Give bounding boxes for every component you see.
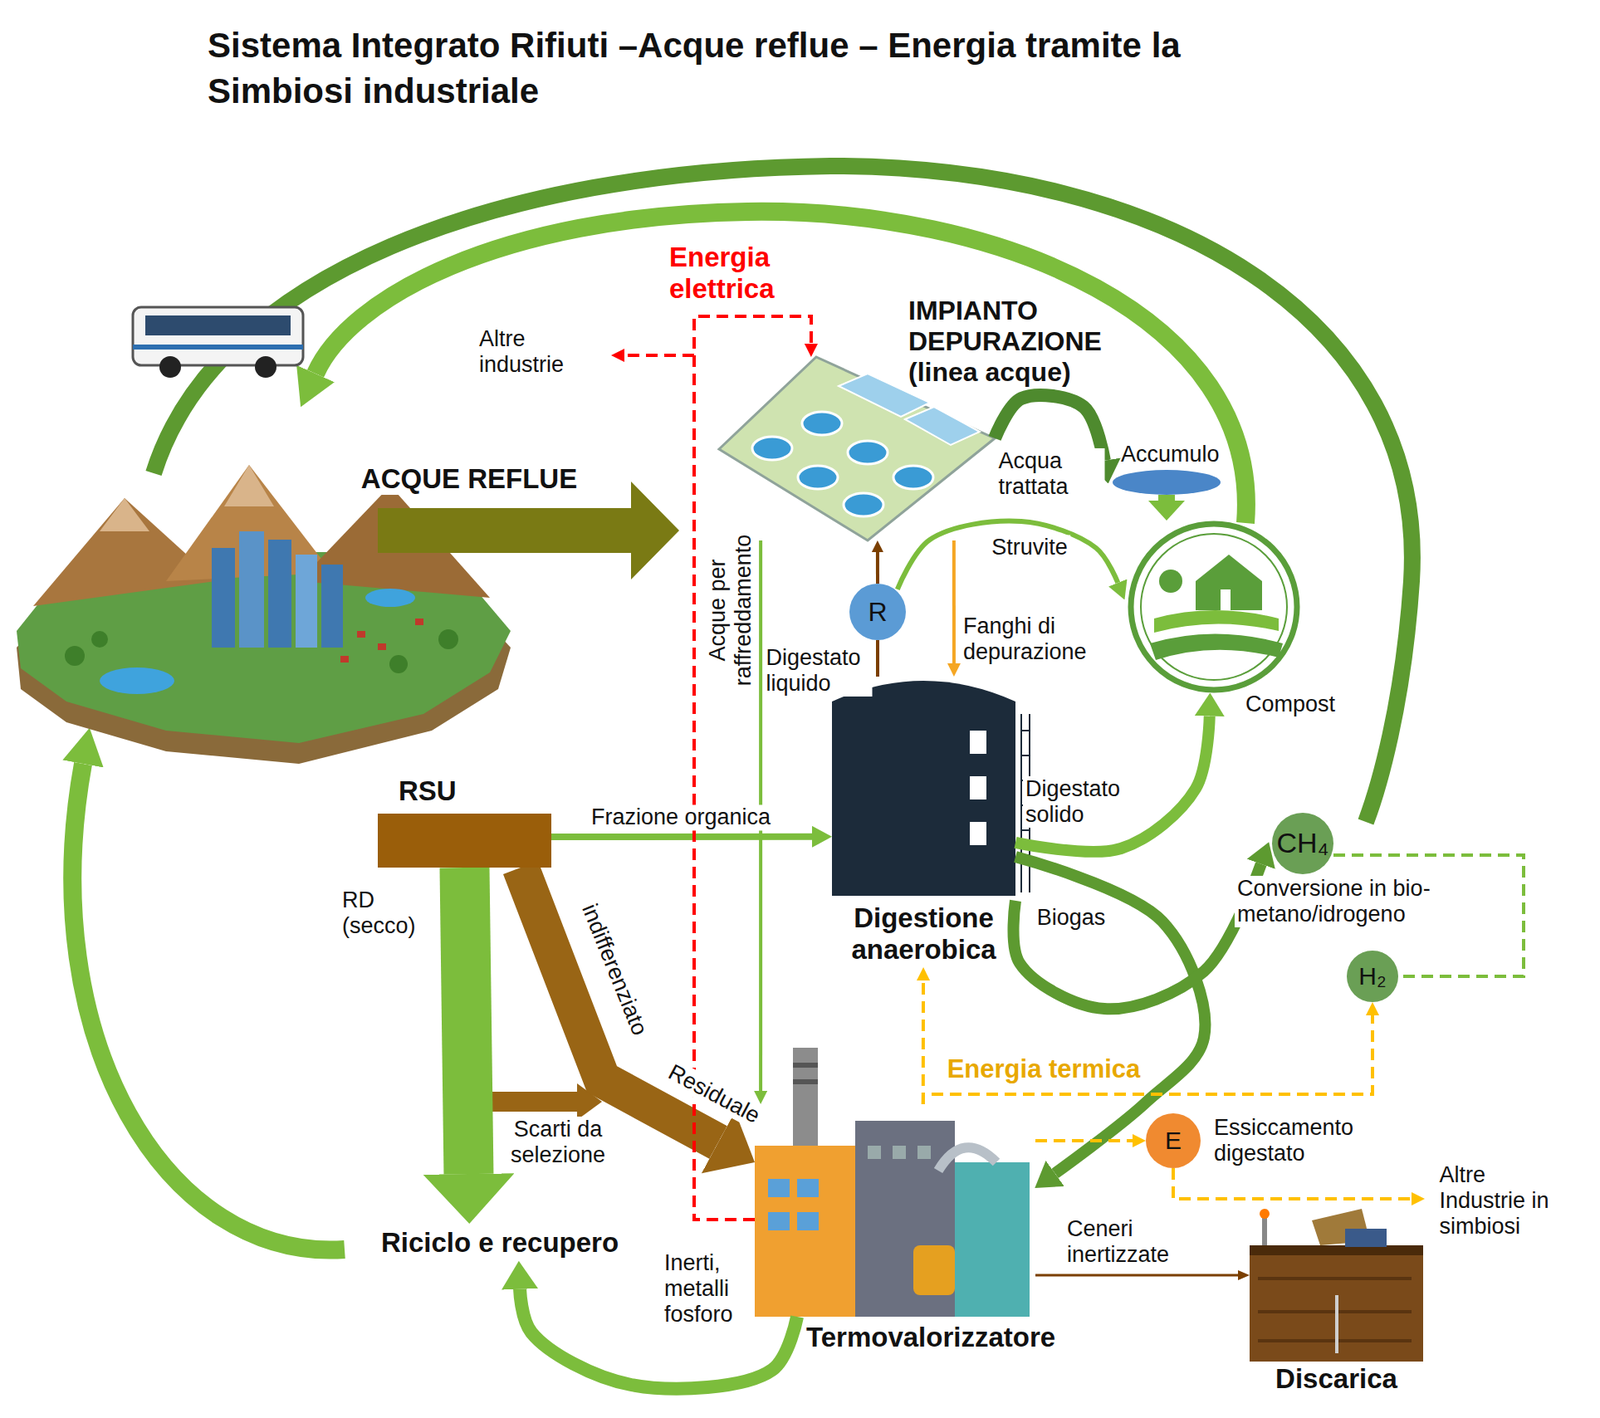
- diagram-title: Sistema Integrato Rifiuti –Acque reflue …: [207, 23, 1246, 114]
- node-label: Digestione anaerobica: [831, 902, 1016, 966]
- flow-connector: [1015, 716, 1210, 852]
- recycling-node: Riciclo e recupero: [372, 1223, 627, 1263]
- flow-connector: [464, 867, 470, 1175]
- node-label: R: [849, 596, 906, 628]
- flow-label: Struvite: [988, 534, 1071, 561]
- flow-connector: [1158, 494, 1175, 501]
- flow-label: Energia termica: [944, 1054, 1144, 1085]
- flow-connector: [520, 867, 719, 1143]
- flow-connector: [1035, 1274, 1238, 1278]
- flow-label: Energia elettrica: [666, 241, 813, 305]
- drying-circle: EEssiccamento digestato: [1145, 1113, 1201, 1169]
- digester-tank: Digestione anaerobica: [831, 676, 1016, 968]
- node-label: Accumulo: [1120, 441, 1254, 468]
- flow-label: Inerti, metalli fosforo: [661, 1250, 750, 1328]
- node-label: E: [1145, 1126, 1201, 1156]
- flow-connector: [897, 521, 1119, 590]
- flow-connector: [921, 980, 925, 1105]
- flow-connector: [923, 1015, 1373, 1105]
- flow-connector: [875, 640, 880, 677]
- flow-label: Ceneri inertizzate: [1064, 1216, 1203, 1268]
- recovery-circle: R: [849, 583, 906, 641]
- flow-connector: [519, 1289, 798, 1390]
- free-label: Residuale: [661, 1058, 767, 1131]
- free-label: Altre Industrie in simbiosi: [1437, 1162, 1580, 1240]
- flow-connector: [1015, 856, 1205, 1174]
- flow-label: Fanghi di depurazione: [960, 613, 1107, 666]
- node-label: Compost: [1245, 691, 1362, 718]
- flow-label: Acque per raffreddamento: [704, 520, 757, 700]
- flow-label: Digestato solido: [1022, 776, 1145, 828]
- landfill: Discarica: [1249, 1208, 1424, 1362]
- free-label: ACQUE REFLUE: [358, 463, 580, 495]
- flow-connector: [875, 552, 880, 584]
- flow-label: Biogas: [1034, 905, 1109, 931]
- incinerator: Termovalorizzatore: [754, 1104, 1036, 1317]
- hydrogen-circle: H₂: [1346, 950, 1399, 1003]
- flow-connector: [551, 833, 813, 841]
- flow-label: Digestato liquido: [763, 645, 873, 697]
- flow-label: Frazione organica: [588, 804, 774, 831]
- flow-connector: [1035, 1139, 1133, 1143]
- node-label: IMPIANTO DEPURAZIONE (linea acque): [908, 295, 1175, 387]
- node-label: Riciclo e recupero: [381, 1227, 619, 1259]
- free-label: Scarti da selezione: [497, 1116, 619, 1169]
- treatment-plant: IMPIANTO DEPURAZIONE (linea acque): [719, 357, 995, 541]
- methane-circle: CH₄: [1272, 812, 1334, 875]
- node-label: Discarica: [1233, 1363, 1440, 1395]
- flow-connector: [1013, 864, 1262, 1010]
- flow-label: RD (secco): [339, 887, 436, 940]
- node-note: Essiccamento digestato: [1213, 1115, 1414, 1167]
- waste-box: RSU: [377, 813, 552, 868]
- node-label: Termovalorizzatore: [806, 1321, 1122, 1354]
- farm-circle: Compost: [1127, 520, 1301, 694]
- flow-label: indifferenziato: [575, 898, 654, 1043]
- node-label: RSU: [398, 775, 524, 808]
- flow-connector: [952, 540, 956, 664]
- node-label: CH₄: [1272, 826, 1334, 860]
- node-label: H₂: [1346, 962, 1399, 992]
- free-label: Conversione in bio-metano/idrogeno: [1234, 875, 1489, 928]
- free-label: Altre industrie: [476, 326, 573, 378]
- storage-ellipse: Accumulo: [1112, 469, 1221, 495]
- flow-label: Acqua trattata: [996, 448, 1106, 500]
